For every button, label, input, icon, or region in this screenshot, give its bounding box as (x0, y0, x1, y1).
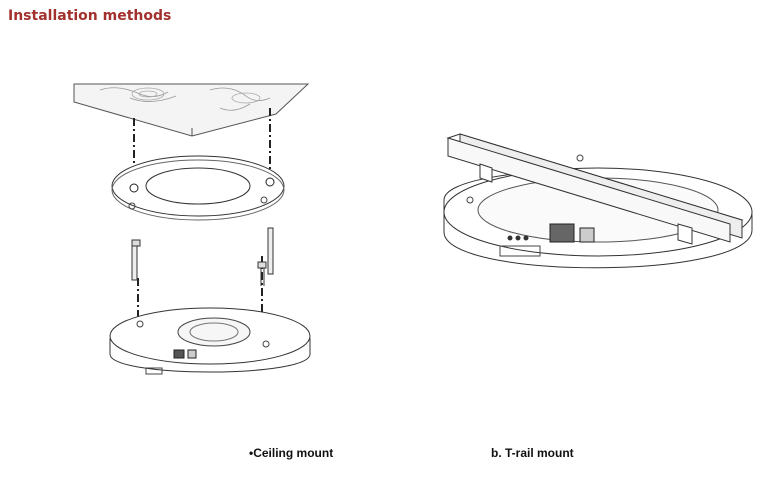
t-rail-mount-illustration (443, 133, 753, 269)
screws (131, 227, 274, 286)
ceiling-slab (73, 83, 310, 137)
access-point-device (109, 307, 311, 375)
ceiling-mount-illustration (73, 83, 311, 375)
section-heading: Installation methods (8, 8, 172, 24)
access-point-device (443, 154, 753, 269)
caption-ceiling-mount: •Ceiling mount (249, 446, 334, 460)
t-rail-bar (446, 133, 744, 245)
mounting-bracket (111, 155, 285, 221)
caption-t-rail-mount: b. T-rail mount (491, 446, 574, 460)
